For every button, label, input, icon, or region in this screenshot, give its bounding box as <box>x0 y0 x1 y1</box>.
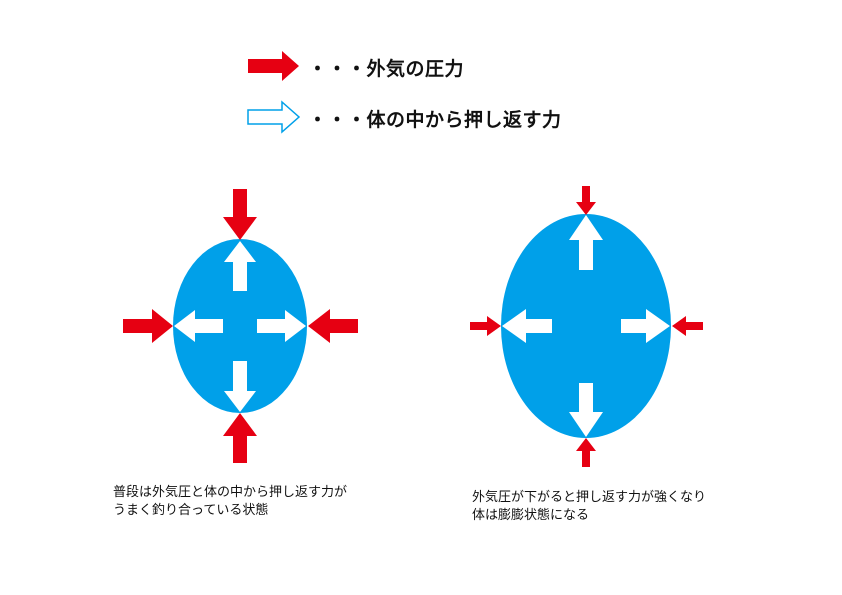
pressure-arrow-bottom-icon <box>576 438 596 467</box>
inner-arrow-left-icon <box>502 309 552 343</box>
pressure-arrow-top-icon <box>223 189 257 240</box>
legend-label-external-pressure: ・・・外気の圧力 <box>308 58 465 80</box>
body-ellipse <box>173 239 307 413</box>
inner-arrow-up-icon <box>224 241 256 291</box>
expanded-state-caption: 外気圧が下がると押し返す力が強くなり 体は膨膨状態になる <box>472 489 706 525</box>
caption-line: 体は膨膨状態になる <box>472 508 590 523</box>
legend-internal-force-arrow-icon <box>247 100 301 134</box>
pressure-arrow-left-icon <box>123 309 173 343</box>
caption-line: 外気圧が下がると押し返す力が強くなり <box>472 490 707 505</box>
inner-arrow-left-icon <box>174 310 223 342</box>
pressure-arrow-right-icon <box>672 316 703 336</box>
legend-external-pressure-arrow-icon <box>248 51 299 81</box>
inner-arrow-up-icon <box>569 215 603 270</box>
normal-state-diagram <box>123 189 358 463</box>
pressure-arrow-right-icon <box>308 309 358 343</box>
expanded-state-diagram <box>470 186 703 467</box>
pressure-arrow-bottom-icon <box>223 413 257 463</box>
body-ellipse <box>501 214 671 438</box>
legend-label-internal-force: ・・・体の中から押し返す力 <box>308 109 562 131</box>
inner-arrow-down-icon <box>224 361 256 412</box>
normal-state-caption: 普段は外気圧と体の中から押し返す力が うまく釣り合っている状態 <box>113 484 347 520</box>
caption-line: 普段は外気圧と体の中から押し返す力が <box>113 485 348 500</box>
caption-line: うまく釣り合っている状態 <box>113 503 269 518</box>
pressure-arrow-left-icon <box>470 316 501 336</box>
inner-arrow-down-icon <box>569 383 603 437</box>
inner-arrow-right-icon <box>257 310 306 342</box>
pressure-arrow-top-icon <box>576 186 596 215</box>
inner-arrow-right-icon <box>621 309 670 343</box>
